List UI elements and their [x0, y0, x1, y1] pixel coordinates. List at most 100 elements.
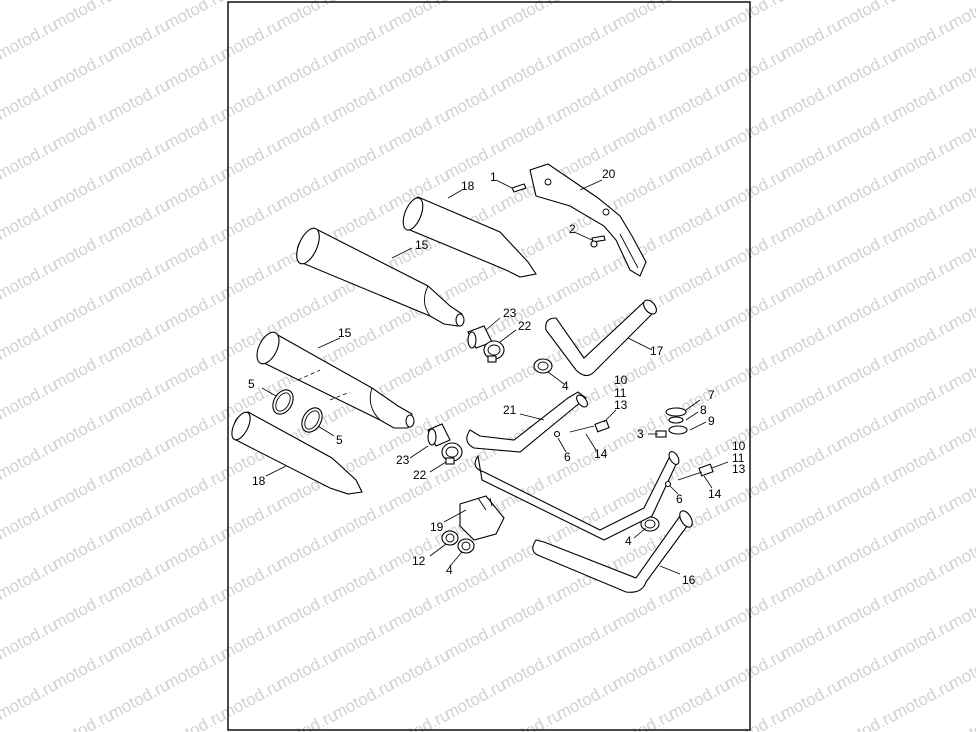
callout-4-upper: 4 [562, 379, 569, 393]
callout-23-lower: 23 [396, 453, 410, 467]
watermark-text: motod.ru [721, 525, 789, 573]
watermark-text: motod.ru [329, 75, 397, 123]
watermark-text: motod.ru [833, 345, 901, 393]
head-pipe-rear [545, 299, 657, 377]
watermark-text: motod.ru [217, 195, 285, 243]
callout-6-lower: 6 [676, 492, 683, 506]
watermark-text: motod.ru [497, 705, 565, 732]
watermark-text: motod.ru [441, 615, 509, 663]
watermark-text: motod.ru [161, 585, 229, 633]
watermark-text: motod.ru [161, 45, 229, 93]
watermark-text: motod.ru [553, 615, 621, 663]
watermark-text: motod.ru [721, 345, 789, 393]
callout-20: 20 [602, 167, 616, 181]
watermark-text: motod.ru [161, 465, 229, 513]
watermark-text: motod.ru [441, 135, 509, 183]
watermark-text: motod.ru [833, 465, 901, 513]
watermark-text: motod.ru [49, 285, 117, 333]
callout-4-right: 4 [625, 534, 632, 548]
watermark-text: motod.ru [0, 0, 5, 34]
watermark-text: motod.ru [833, 525, 901, 573]
callout-22-lower: 22 [413, 468, 427, 482]
watermark-text: motod.ru [665, 135, 733, 183]
callout-18-upper: 18 [461, 179, 475, 193]
watermark-text: motod.ru [833, 705, 901, 732]
watermark-text: motod.ru [777, 75, 845, 123]
watermark-text: motod.ru [833, 225, 901, 273]
watermark-text: motod.ru [497, 105, 565, 153]
callout-17: 17 [650, 344, 664, 358]
callout-14-lower: 14 [708, 487, 722, 501]
watermark-text: motod.ru [553, 255, 621, 303]
leader-lines [261, 179, 729, 575]
callout-22-upper: 22 [518, 319, 532, 333]
watermark-text: motod.ru [0, 315, 61, 363]
watermark-text: motod.ru [609, 45, 677, 93]
watermark-text: motod.ru [49, 525, 117, 573]
watermark-text: motod.ru [665, 675, 733, 723]
watermark-text: motod.ru [161, 165, 229, 213]
watermark-text: motod.ru [217, 615, 285, 663]
watermark-text: motod.ru [161, 285, 229, 333]
watermark-text: motod.ru [553, 675, 621, 723]
callout-13-upper: 13 [614, 398, 628, 412]
watermark-text: motod.ru [833, 645, 901, 693]
watermark-text: motod.ru [329, 675, 397, 723]
callout-5-lower: 5 [336, 433, 343, 447]
watermark-text: motod.ru [0, 15, 61, 63]
watermark-text: motod.ru [833, 285, 901, 333]
watermark-text: motod.ru [273, 45, 341, 93]
watermark-text: motod.ru [721, 225, 789, 273]
clamp-ring-upper [272, 389, 294, 415]
watermark-text: motod.ru [273, 105, 341, 153]
watermark-text: motod.ru [777, 375, 845, 423]
watermark-text: motod.ru [721, 45, 789, 93]
watermark-text: motod.ru [721, 585, 789, 633]
watermark-text: motod.ru [217, 675, 285, 723]
watermark-text: motod.ru [273, 585, 341, 633]
watermark-text: motod.ru [105, 675, 173, 723]
callout-23-upper: 23 [503, 306, 517, 320]
watermark-text: motod.ru [217, 15, 285, 63]
watermark-text: motod.ru [665, 15, 733, 63]
watermark-text: motod.ru [105, 75, 173, 123]
callout-12: 12 [412, 554, 426, 568]
callout-9: 9 [708, 414, 715, 428]
watermark-text: motod.ru [385, 105, 453, 153]
screw-1 [511, 183, 527, 193]
pipe-mount [459, 495, 505, 541]
watermark-text: motod.ru [161, 525, 229, 573]
watermark-text: motod.ru [441, 375, 509, 423]
watermark-text: motod.ru [777, 15, 845, 63]
watermark-text: motod.ru [497, 645, 565, 693]
watermark-text: motod.ru [833, 585, 901, 633]
gasket-upper [533, 358, 553, 374]
watermark-text: motod.ru [721, 705, 789, 732]
callout-4-left: 4 [446, 563, 453, 577]
watermark-text: motod.ru [329, 495, 397, 543]
callout-8: 8 [700, 403, 707, 417]
watermark-text: motod.ru [497, 345, 565, 393]
watermark-text: motod.ru [49, 405, 117, 453]
watermark-text: motod.ru [49, 165, 117, 213]
watermark-text: motod.ru [889, 135, 957, 183]
watermark-text: motod.ru [777, 495, 845, 543]
watermark-text: motod.ru [49, 225, 117, 273]
watermark-text: motod.ru [385, 345, 453, 393]
callout-10-upper: 10 [614, 373, 628, 387]
watermark-text: motod.ru [161, 645, 229, 693]
watermark-text: motod.ru [889, 555, 957, 603]
watermark-text: motod.ru [329, 615, 397, 663]
watermark-text: motod.ru [161, 225, 229, 273]
callout-18-lower: 18 [252, 474, 266, 488]
screw-2 [590, 235, 606, 248]
watermark-text: motod.ru [49, 645, 117, 693]
watermark-text: motod.ru [945, 705, 976, 732]
watermark-text: motod.ru [0, 195, 61, 243]
crossover-pipe [466, 391, 680, 541]
watermark-text: motod.ru [273, 525, 341, 573]
watermark-text: motod.ru [889, 255, 957, 303]
callout-13-lower: 13 [732, 462, 746, 476]
watermark-text: motod.ru [609, 585, 677, 633]
